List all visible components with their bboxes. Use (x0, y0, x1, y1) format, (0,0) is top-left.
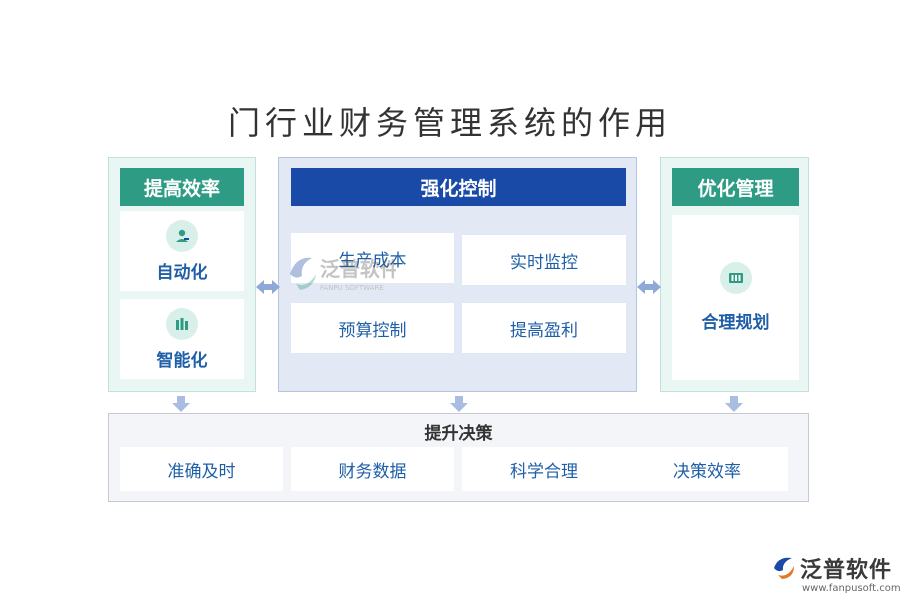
company-logo: 泛普软件 www.fanpusoft.com (772, 552, 900, 598)
down-arrow-left (172, 396, 190, 412)
realtime-monitor-card: 实时监控 (462, 235, 626, 285)
logo-name: 泛普软件 (800, 557, 893, 583)
accurate-timely-card: 准确及时 (120, 447, 283, 491)
planning-label: 合理规划 (701, 313, 770, 333)
decision-header: 提升决策 (424, 424, 493, 444)
intelligence-card: 智能化 (120, 299, 244, 379)
down-arrow-right (725, 396, 743, 412)
increase-profit-card: 提高盈利 (462, 303, 626, 353)
production-cost-card: 生产成本 (291, 233, 454, 283)
efficiency-header: 提高效率 (120, 168, 244, 206)
logo-url: www.fanpusoft.com (802, 583, 900, 594)
automation-card: 自动化 (120, 211, 244, 291)
down-arrow-center (450, 396, 468, 412)
scientific-card: 科学合理 (462, 447, 626, 491)
intelligence-label: 智能化 (156, 350, 208, 371)
budget-control-card: 预算控制 (291, 303, 454, 353)
watermark-logo: 泛普软件 FANPU SOFTWARE (286, 244, 400, 304)
planning-card: 合理规划 (672, 215, 799, 380)
grid-icon (719, 262, 752, 294)
svg-text:FANPU SOFTWARE: FANPU SOFTWARE (320, 284, 384, 292)
fanpu-logo-icon (774, 557, 794, 579)
page-title: 门行业财务管理系统的作用 (227, 104, 672, 142)
double-arrow-left-center (256, 280, 280, 294)
chip-icon (166, 307, 198, 340)
control-header: 强化控制 (291, 168, 626, 206)
optimize-header: 优化管理 (672, 168, 799, 206)
user-stamp-icon (166, 219, 198, 252)
financial-data-card: 财务数据 (291, 447, 454, 491)
automation-label: 自动化 (156, 262, 208, 283)
decision-efficiency-card: 决策效率 (626, 447, 788, 491)
svg-text:泛普软件: 泛普软件 (320, 257, 396, 281)
double-arrow-center-right (637, 280, 661, 294)
